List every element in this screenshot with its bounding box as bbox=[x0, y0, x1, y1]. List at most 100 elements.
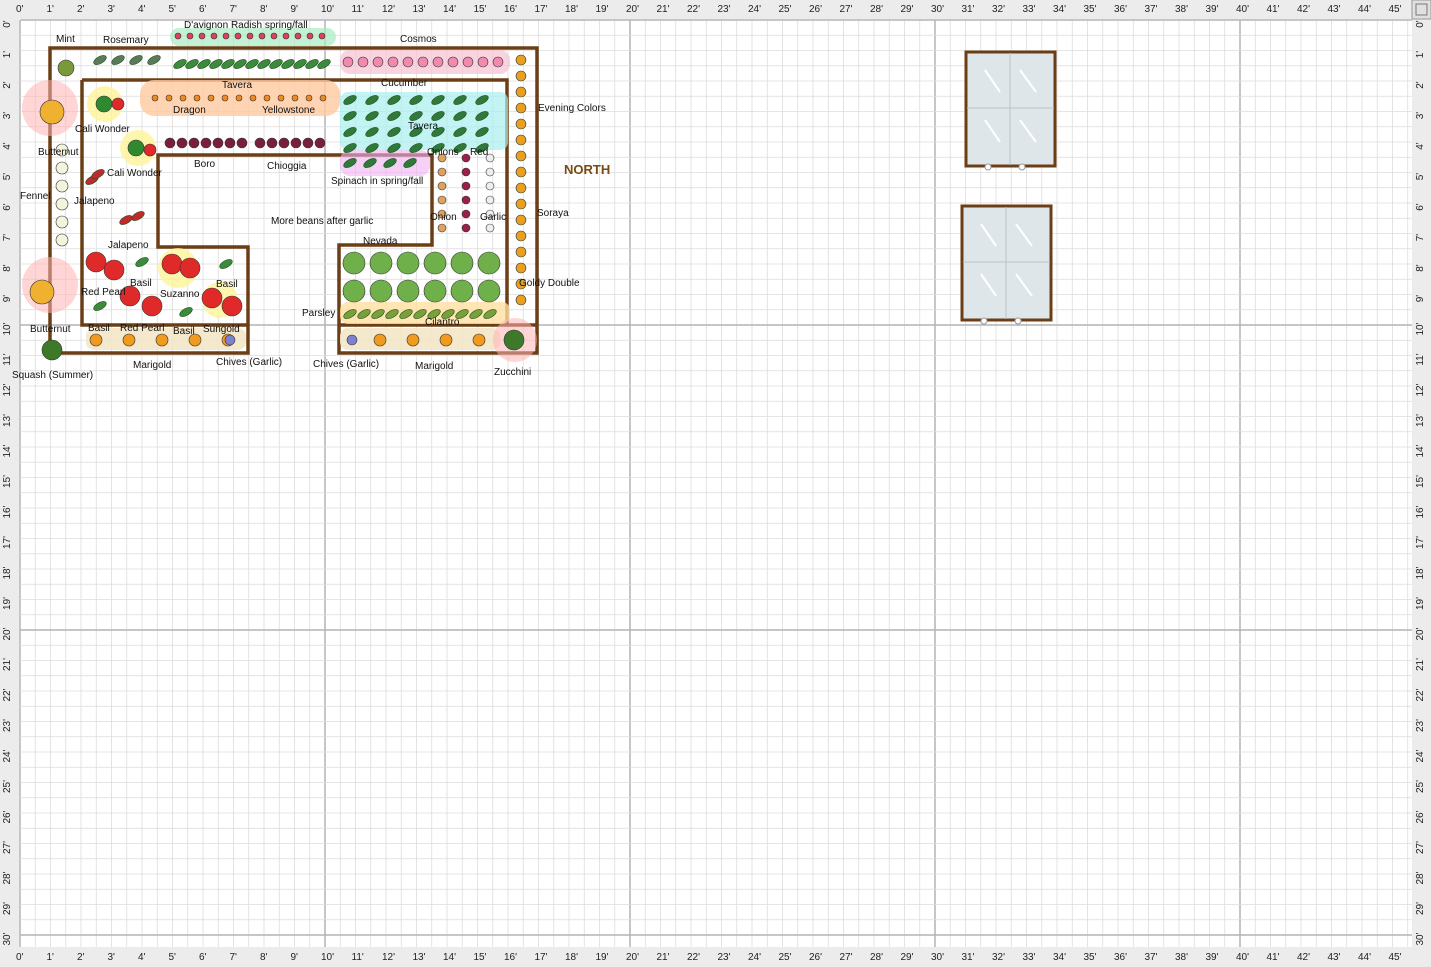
ruler-label-horizontal: 39' bbox=[1206, 4, 1219, 15]
ruler-label-vertical: 12' bbox=[2, 383, 13, 396]
bean-icon bbox=[185, 59, 199, 69]
ruler-label-horizontal: 15' bbox=[474, 4, 487, 15]
ruler-label-horizontal: 7' bbox=[230, 952, 238, 963]
spinach-icon bbox=[383, 158, 397, 168]
bean-icon bbox=[387, 111, 401, 121]
ruler-label-horizontal: 3' bbox=[108, 4, 116, 15]
carrot-icon bbox=[291, 94, 299, 102]
window-lower[interactable] bbox=[960, 204, 1053, 325]
beet-icon bbox=[164, 137, 176, 149]
bean-icon bbox=[257, 59, 271, 69]
label-spinach: Spinach in spring/fall bbox=[331, 176, 423, 187]
ruler-label-vertical: 29' bbox=[1415, 902, 1426, 915]
ruler-label-horizontal: 30' bbox=[931, 4, 944, 15]
cosmos-icon bbox=[447, 56, 459, 68]
ruler-label-horizontal: 2' bbox=[77, 4, 85, 15]
ruler-label-horizontal: 8' bbox=[260, 4, 268, 15]
bean-icon bbox=[317, 59, 331, 69]
ruler-label-vertical: 13' bbox=[2, 414, 13, 427]
cilantro-icon bbox=[357, 309, 371, 319]
ruler-label-vertical: 4' bbox=[1415, 142, 1426, 150]
ruler-label-horizontal: 12' bbox=[382, 4, 395, 15]
onion-icon bbox=[437, 181, 447, 191]
sunflower-icon bbox=[515, 118, 527, 130]
pepper-icon bbox=[127, 139, 145, 157]
label-marigold-1: Marigold bbox=[133, 360, 171, 371]
carrot-icon bbox=[235, 94, 243, 102]
ruler-label-horizontal: 13' bbox=[413, 4, 426, 15]
onion-icon bbox=[437, 209, 447, 219]
lettuce-icon bbox=[423, 279, 447, 303]
label-mint: Mint bbox=[56, 34, 75, 45]
top-ruler bbox=[0, 0, 1431, 19]
garlic-icon bbox=[485, 181, 495, 191]
bean-icon bbox=[453, 95, 467, 105]
marigold-icon bbox=[373, 333, 387, 347]
sunflower-icon bbox=[515, 134, 527, 146]
radish-icon bbox=[318, 32, 326, 40]
marigold-icon bbox=[89, 333, 103, 347]
ruler-label-vertical: 1' bbox=[1415, 51, 1426, 59]
window-upper[interactable] bbox=[964, 50, 1057, 171]
sunflower-icon bbox=[515, 54, 527, 66]
ruler-label-horizontal: 25' bbox=[779, 4, 792, 15]
ruler-label-horizontal: 22' bbox=[687, 4, 700, 15]
ruler-label-vertical: 19' bbox=[1415, 597, 1426, 610]
ruler-label-horizontal: 29' bbox=[901, 952, 914, 963]
ruler-label-vertical: 30' bbox=[1415, 932, 1426, 945]
bean-icon bbox=[409, 143, 423, 153]
ruler-label-vertical: 8' bbox=[1415, 264, 1426, 272]
label-dragon: Dragon bbox=[173, 105, 206, 116]
left-ruler bbox=[0, 0, 19, 967]
ruler-label-vertical: 15' bbox=[2, 475, 13, 488]
ruler-label-vertical: 27' bbox=[1415, 841, 1426, 854]
lettuce-icon bbox=[450, 251, 474, 275]
ruler-label-vertical: 22' bbox=[2, 688, 13, 701]
label-parsley: Parsley bbox=[302, 308, 335, 319]
squash-icon bbox=[41, 339, 63, 361]
label-boro: Boro bbox=[194, 159, 216, 170]
tomato-icon bbox=[103, 259, 125, 281]
zucchini-icon bbox=[503, 329, 525, 351]
radish-icon bbox=[270, 32, 278, 40]
radish-icon bbox=[234, 32, 242, 40]
ruler-label-vertical: 25' bbox=[1415, 780, 1426, 793]
ruler-label-vertical: 9' bbox=[1415, 295, 1426, 303]
ruler-label-vertical: 0' bbox=[2, 20, 13, 28]
label-soraya: Soraya bbox=[537, 208, 569, 219]
bean-icon bbox=[281, 59, 295, 69]
ruler-label-horizontal: 2' bbox=[77, 952, 85, 963]
bean-icon bbox=[409, 95, 423, 105]
sunflower-icon bbox=[515, 198, 527, 210]
label-butternut-1: Butternut bbox=[38, 147, 79, 158]
ruler-label-vertical: 18' bbox=[1415, 566, 1426, 579]
ruler-label-horizontal: 26' bbox=[809, 4, 822, 15]
ruler-label-horizontal: 25' bbox=[779, 952, 792, 963]
ruler-label-horizontal: 40' bbox=[1236, 4, 1249, 15]
spinach-icon bbox=[403, 158, 417, 168]
marigold-icon bbox=[155, 333, 169, 347]
rosemary-icon bbox=[93, 55, 107, 65]
lettuce-icon bbox=[450, 279, 474, 303]
ruler-label-horizontal: 4' bbox=[138, 4, 146, 15]
ruler-label-horizontal: 12' bbox=[382, 952, 395, 963]
carrot-icon bbox=[179, 94, 187, 102]
ruler-label-vertical: 12' bbox=[1415, 383, 1426, 396]
ruler-label-horizontal: 38' bbox=[1175, 4, 1188, 15]
chives-icon bbox=[346, 334, 358, 346]
ruler-label-vertical: 17' bbox=[1415, 536, 1426, 549]
onion-icon bbox=[437, 195, 447, 205]
bean-icon bbox=[233, 59, 247, 69]
tomato-icon bbox=[85, 251, 107, 273]
ruler-label-horizontal: 6' bbox=[199, 4, 207, 15]
ruler-label-horizontal: 43' bbox=[1328, 952, 1341, 963]
ruler-label-horizontal: 27' bbox=[840, 4, 853, 15]
corner-box[interactable] bbox=[1411, 0, 1431, 20]
ruler-label-horizontal: 42' bbox=[1297, 952, 1310, 963]
onion-icon bbox=[437, 167, 447, 177]
ruler-label-horizontal: 19' bbox=[596, 4, 609, 15]
bean-icon bbox=[305, 59, 319, 69]
label-jalapeno-2: Jalapeno bbox=[108, 240, 149, 251]
label-cilantro: Cilantro bbox=[425, 317, 460, 328]
